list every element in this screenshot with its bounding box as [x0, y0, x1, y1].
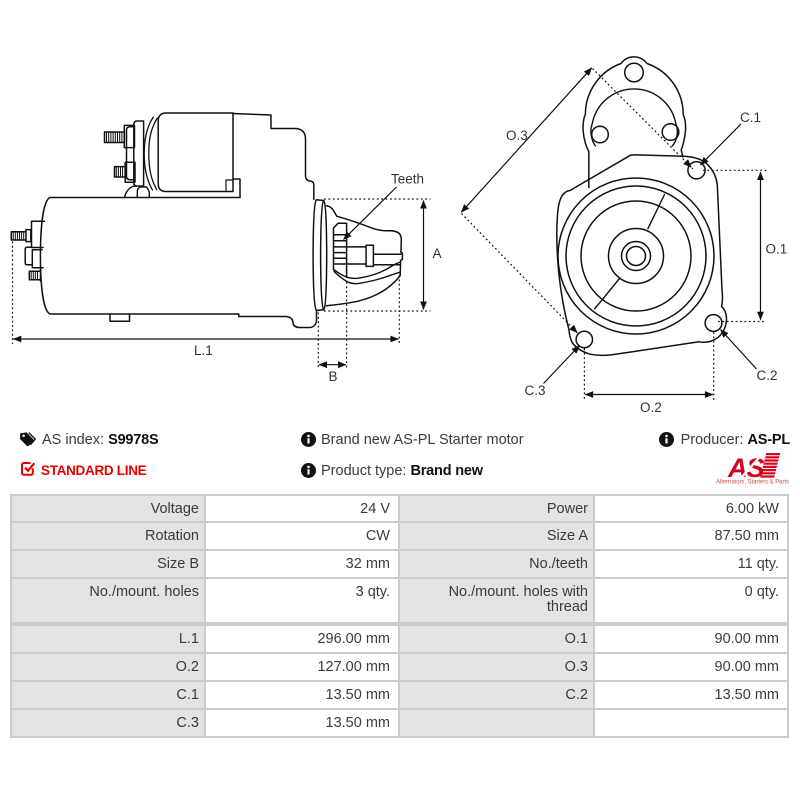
svg-text:L.1: L.1 [194, 343, 213, 358]
svg-text:O.3: O.3 [506, 128, 528, 143]
svg-text:C.1: C.1 [740, 110, 761, 125]
svg-text:Alternators, Starters & Parts: Alternators, Starters & Parts [716, 480, 789, 486]
svg-text:A: A [433, 246, 442, 261]
svg-text:C.2: C.2 [757, 368, 778, 383]
svg-text:O.1: O.1 [766, 242, 788, 257]
svg-text:B: B [329, 369, 338, 384]
svg-text:C.3: C.3 [525, 383, 546, 398]
svg-text:O.2: O.2 [640, 400, 662, 415]
svg-text:Teeth: Teeth [391, 172, 424, 187]
